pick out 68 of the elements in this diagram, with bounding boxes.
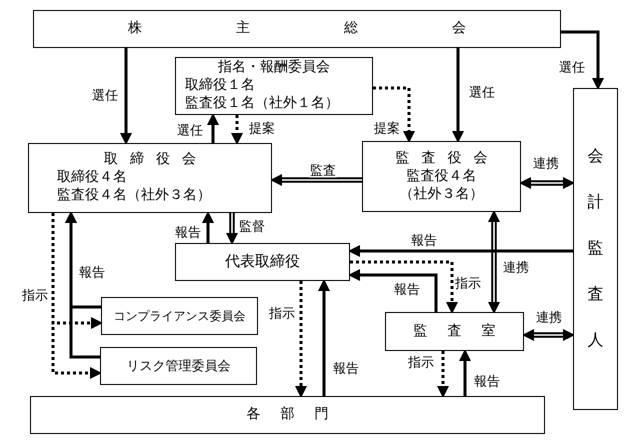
node-text: 監査役１名（社外１名） — [184, 95, 340, 113]
auditor-box — [573, 88, 618, 410]
arrow — [522, 329, 575, 341]
edge-label: 連携 — [502, 260, 530, 274]
arrow — [120, 48, 132, 145]
node-title: 各部門 — [246, 406, 350, 424]
edge-label: 報告 — [332, 360, 360, 376]
arrow — [52, 213, 102, 379]
committee-box — [175, 57, 373, 115]
edge-label: 指示 — [454, 276, 482, 290]
node-text: 監査役４名 — [406, 168, 478, 186]
committee-box — [100, 347, 257, 385]
arrow — [561, 30, 604, 90]
meeting-box — [33, 10, 561, 48]
node-title: リスク管理委員会 — [126, 357, 232, 375]
arrow — [488, 210, 500, 314]
officer-box — [175, 243, 350, 281]
edge-label: 報告 — [410, 232, 438, 248]
edge-label: 連携 — [532, 156, 560, 170]
node-text: 取締役１名 — [184, 77, 256, 95]
arrow — [65, 211, 100, 358]
arrow — [207, 113, 219, 143]
arrow — [270, 174, 362, 186]
arrow — [226, 213, 238, 245]
node-title: 監査役会 — [394, 150, 500, 168]
edge-label: 指示 — [407, 354, 435, 370]
edge-label: 提案 — [248, 120, 276, 136]
node-title: 株主総会 — [127, 20, 560, 38]
node-title: 監査室 — [412, 322, 516, 340]
department-box — [30, 396, 545, 434]
arrow — [373, 86, 415, 143]
edge-label: 選任 — [558, 60, 586, 74]
arrow — [452, 48, 464, 143]
node-title: コンプライアンス委員会 — [112, 308, 246, 325]
node-text: 監査役４名（社外３名） — [56, 187, 212, 205]
board-box — [362, 141, 521, 212]
node-title: 代表取締役 — [224, 253, 301, 271]
committee-box — [101, 297, 258, 335]
arrow — [519, 177, 575, 189]
node-title: 会計監査人 — [588, 147, 604, 351]
edge-label: 監督 — [238, 218, 266, 234]
arrow — [295, 281, 307, 398]
arrow — [348, 269, 438, 312]
edge-label: 指示 — [21, 288, 49, 302]
arrow — [459, 349, 471, 396]
arrow — [348, 245, 573, 257]
edge-label: 連携 — [535, 310, 563, 324]
arrow — [350, 260, 458, 314]
node-title: 指名・報酬委員会 — [217, 59, 331, 77]
arrow — [231, 115, 243, 145]
arrow — [437, 351, 449, 398]
arrow — [202, 211, 214, 243]
edge-label: 選任 — [176, 122, 204, 138]
edge-label: 報告 — [473, 374, 501, 388]
edge-label: 報告 — [78, 264, 106, 280]
edge-label: 報告 — [174, 224, 202, 240]
arrow — [318, 279, 330, 396]
node-text: （社外３名） — [398, 186, 484, 204]
edge-label: 報告 — [393, 282, 421, 296]
node-title: 取締役会 — [103, 151, 209, 169]
edge-label: 選任 — [91, 88, 119, 102]
edge-label: 提案 — [373, 120, 401, 136]
edge-label: 選任 — [468, 84, 496, 100]
edge-label: 指示 — [268, 306, 296, 320]
edge-label: 監査 — [309, 162, 337, 178]
node-text: 取締役４名 — [56, 169, 128, 187]
office-box — [385, 312, 524, 351]
board-box — [28, 143, 272, 213]
